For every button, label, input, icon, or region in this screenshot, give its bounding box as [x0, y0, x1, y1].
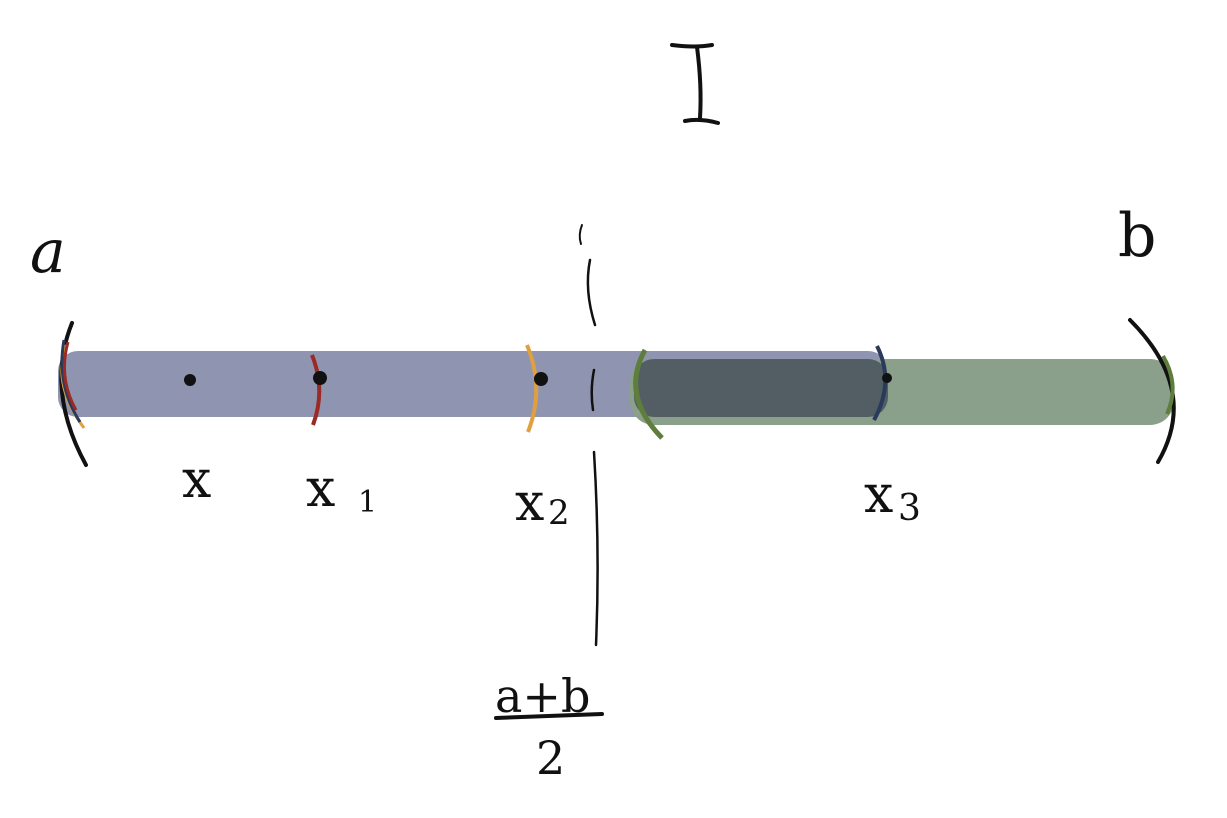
point-x1 [313, 371, 327, 385]
label-x3: x 3 [864, 465, 921, 529]
midpoint-fraction: a+b 2 [494, 669, 604, 785]
fraction-bar [494, 712, 604, 720]
left-outer-bracket [59, 321, 88, 467]
label-x3-subscript: 3 [898, 488, 921, 529]
label-x1: x 1 [306, 459, 377, 520]
green-subinterval-left-bracket [633, 348, 664, 440]
right-green-bracket [1161, 354, 1175, 415]
label-x2-text: x [515, 473, 544, 533]
point-x3 [882, 373, 892, 383]
label-x1-text: x [306, 459, 335, 519]
interval-title: I [670, 32, 720, 125]
midpoint-denominator: 2 [536, 731, 565, 785]
midpoint-marker [578, 224, 599, 647]
label-x2: x 2 [515, 473, 570, 533]
right-endpoint-label: b [1118, 201, 1156, 271]
left-endpoint-label: a [30, 217, 66, 287]
point-x2 [534, 372, 548, 386]
overlap-region [634, 359, 888, 417]
left-colored-bracket-blue [60, 339, 82, 423]
interval-title-text: I [700, 32, 704, 43]
label-x1-subscript: 1 [358, 485, 377, 520]
point-x [184, 374, 196, 386]
label-x: x [182, 450, 211, 510]
label-x2-subscript: 2 [548, 493, 570, 533]
x2-bracket [525, 344, 539, 433]
x1-bracket [310, 354, 322, 426]
label-x3-text: x [864, 465, 893, 525]
label-x-text: x [182, 450, 211, 510]
left-colored-bracket-red [62, 341, 78, 411]
